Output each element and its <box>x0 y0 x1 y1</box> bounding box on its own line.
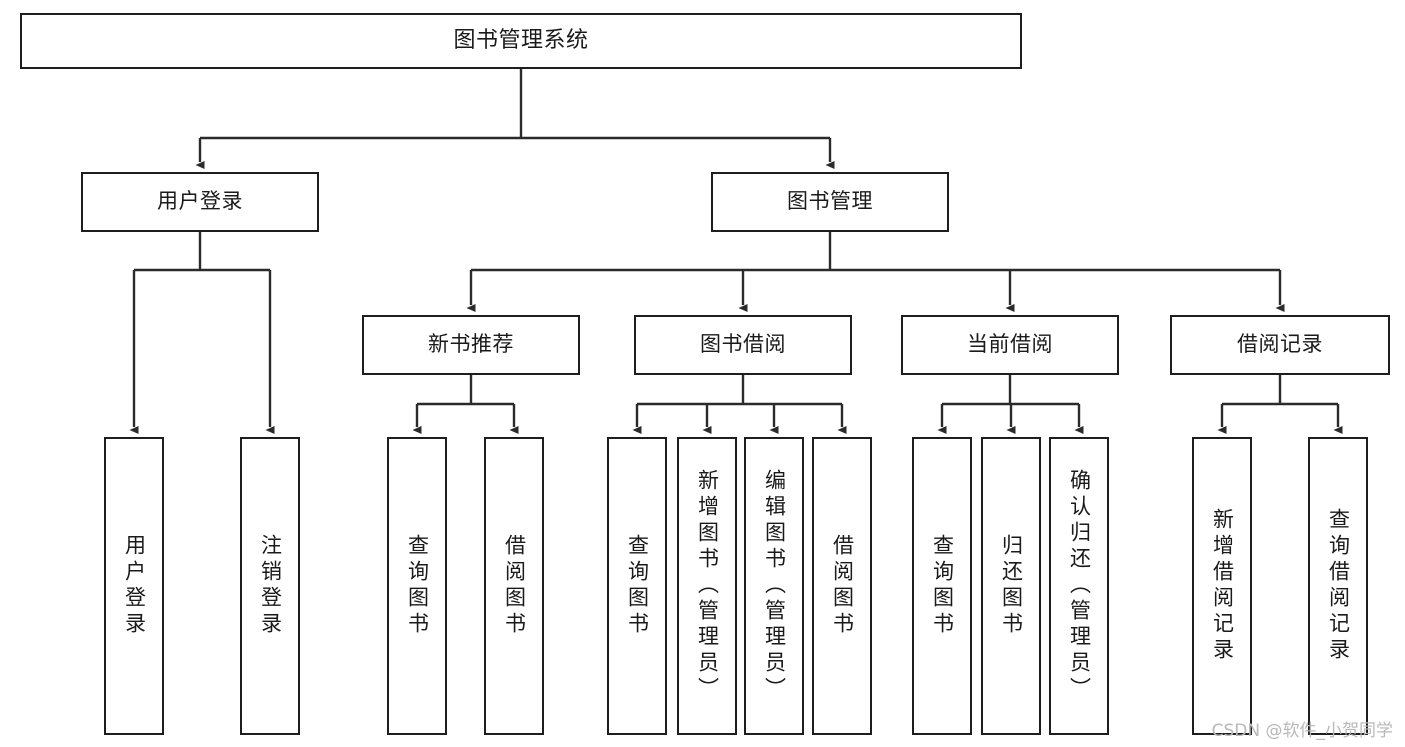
node-leaf-12[interactable]: 新增借阅记录 <box>1192 437 1252 735</box>
node-leaf-10[interactable]: 归还图书 <box>981 437 1041 735</box>
node-label: 图书管理系统 <box>453 27 589 53</box>
node-label: 查询借阅记录 <box>1326 508 1351 664</box>
node-label: 用户登录 <box>157 189 243 214</box>
node-label: 图书借阅 <box>700 332 786 357</box>
node-label: 新增图书（管理员） <box>695 469 720 703</box>
node-borrow-log[interactable]: 借阅记录 <box>1170 315 1390 375</box>
node-leaf-1[interactable]: 用户登录 <box>104 437 164 735</box>
node-label: 新增借阅记录 <box>1210 508 1235 664</box>
node-label: 借阅图书 <box>830 534 855 638</box>
node-label: 借阅图书 <box>502 534 527 638</box>
node-leaf-7[interactable]: 编辑图书（管理员） <box>744 437 804 735</box>
node-leaf-3[interactable]: 查询图书 <box>387 437 447 735</box>
node-label: 图书管理 <box>787 189 873 214</box>
node-book-borrow[interactable]: 图书借阅 <box>634 315 852 375</box>
node-leaf-6[interactable]: 新增图书（管理员） <box>677 437 737 735</box>
node-label: 当前借阅 <box>967 332 1053 357</box>
node-user-login[interactable]: 用户登录 <box>81 172 319 232</box>
node-new-book-rec[interactable]: 新书推荐 <box>362 315 580 375</box>
node-leaf-11[interactable]: 确认归还（管理员） <box>1049 437 1109 735</box>
node-leaf-4[interactable]: 借阅图书 <box>484 437 544 735</box>
node-label: 查询图书 <box>625 534 650 638</box>
node-root[interactable]: 图书管理系统 <box>20 13 1022 69</box>
node-label: 注销登录 <box>258 534 283 638</box>
node-cur-borrow[interactable]: 当前借阅 <box>901 315 1119 375</box>
node-label: 新书推荐 <box>428 332 514 357</box>
node-label: 编辑图书（管理员） <box>762 469 787 703</box>
node-leaf-2[interactable]: 注销登录 <box>240 437 300 735</box>
node-label: 借阅记录 <box>1237 332 1323 357</box>
csdn-watermark: CSDN @软件_小贺同学 <box>1211 721 1393 741</box>
node-label: 归还图书 <box>999 534 1024 638</box>
node-leaf-9[interactable]: 查询图书 <box>912 437 972 735</box>
node-leaf-8[interactable]: 借阅图书 <box>812 437 872 735</box>
node-label: 查询图书 <box>930 534 955 638</box>
node-label: 查询图书 <box>405 534 430 638</box>
node-leaf-5[interactable]: 查询图书 <box>607 437 667 735</box>
node-leaf-13[interactable]: 查询借阅记录 <box>1308 437 1368 735</box>
node-label: 确认归还（管理员） <box>1067 469 1092 703</box>
node-book-manage[interactable]: 图书管理 <box>711 172 949 232</box>
node-label: 用户登录 <box>122 534 147 638</box>
